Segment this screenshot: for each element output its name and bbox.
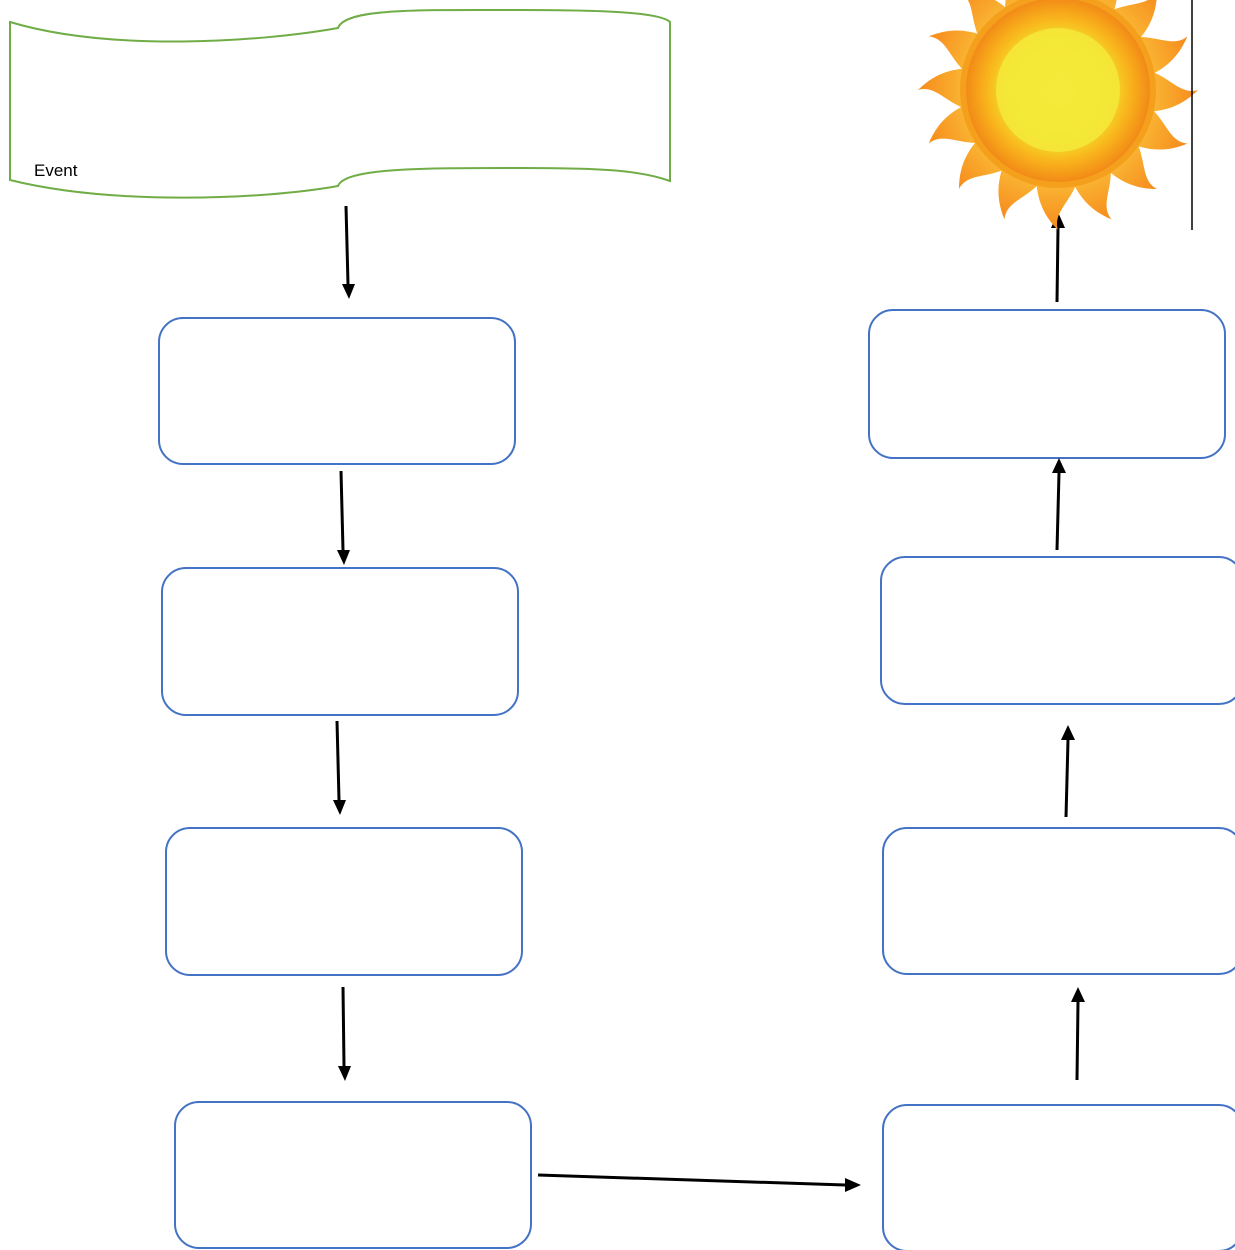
event-label: Event	[34, 161, 78, 180]
arrow-up-3	[1052, 458, 1066, 551]
arrow-right	[537, 1173, 861, 1192]
flow-box-left-3	[165, 827, 523, 976]
flow-box-right-1	[882, 1104, 1235, 1250]
sun-ray	[1099, 0, 1157, 49]
arrow-up-1	[1071, 987, 1085, 1081]
flow-box-left-1	[158, 317, 516, 465]
arrow-down-1	[342, 205, 355, 299]
flow-box-left-4	[174, 1101, 532, 1249]
sun-ray	[959, 131, 1017, 189]
flow-box-right-3	[880, 556, 1235, 705]
arrow-up-2	[1061, 725, 1075, 818]
sun-ray	[959, 0, 1017, 49]
flow-box-right-2	[882, 827, 1235, 975]
flow-box-left-2	[161, 567, 519, 716]
sun-icon	[918, 0, 1198, 230]
arrow-up-4	[1051, 212, 1065, 303]
arrow-down-3	[333, 720, 346, 815]
event-banner: Event	[9, 8, 671, 199]
arrow-down-2	[337, 470, 350, 565]
arrow-down-4	[338, 986, 351, 1081]
flow-box-right-4	[868, 309, 1226, 459]
sun-ray	[1099, 131, 1157, 189]
